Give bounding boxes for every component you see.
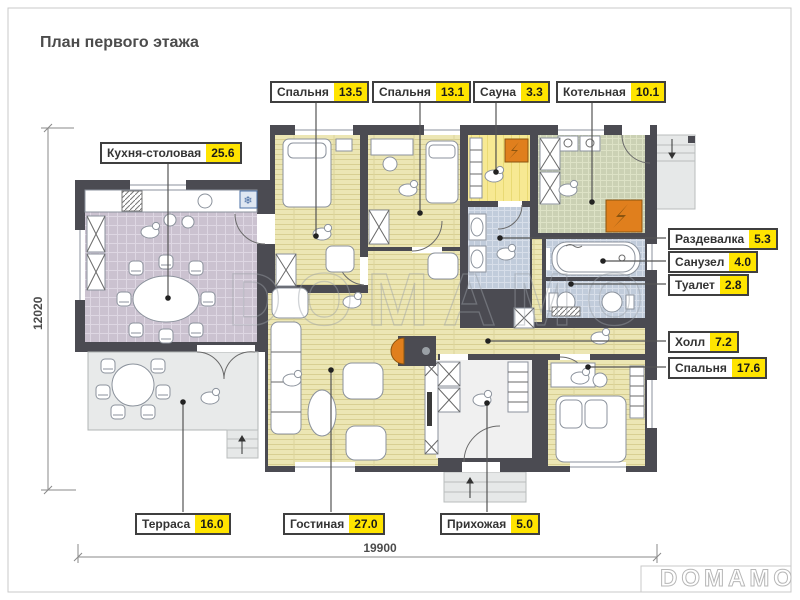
- stove-icon: [121, 190, 143, 212]
- bathtub-icon: [551, 241, 641, 276]
- room-label-bedroom1: Спальня 13.5: [270, 81, 370, 103]
- bidet-icon: [601, 291, 623, 313]
- living-furniture: [270, 287, 439, 461]
- dimension-height: 12020: [31, 296, 45, 330]
- room-name: Туалет: [675, 278, 715, 292]
- room-name: Терраса: [142, 517, 191, 531]
- room-label-hall: Холл 7.2: [668, 331, 739, 353]
- room-area: 2.8: [719, 276, 747, 294]
- armchair: [325, 245, 355, 273]
- armchair: [342, 362, 384, 400]
- armchair: [427, 252, 459, 280]
- room-area: 16.0: [195, 515, 229, 533]
- desk: [370, 138, 414, 156]
- porch-top-right: [650, 134, 696, 210]
- sink-icon: [197, 193, 213, 209]
- tv-icon: [427, 392, 432, 426]
- leader-lines: [165, 102, 666, 512]
- room-area: 13.1: [435, 83, 470, 101]
- room-name: Кухня-столовая: [107, 146, 202, 160]
- sauna-furniture: [469, 137, 529, 199]
- room-name: Холл: [675, 335, 706, 349]
- room-label-toilet: Туалет 2.8: [668, 274, 749, 296]
- room-area: 25.6: [206, 144, 240, 162]
- room-area: 13.5: [333, 83, 368, 101]
- room-name: Гостиная: [290, 517, 345, 531]
- room-area: 4.0: [729, 253, 757, 271]
- room-name: Спальня: [675, 361, 727, 375]
- room-area: 3.3: [521, 83, 548, 101]
- boiler-furniture: [539, 135, 643, 233]
- washbasin-icon: [470, 217, 484, 237]
- page-frame: DOMAMO: [7, 7, 796, 593]
- room-name: Котельная: [563, 85, 626, 99]
- armchair: [271, 287, 309, 319]
- room-label-dressing: Раздевалка 5.3: [668, 228, 778, 250]
- room-label-boiler: Котельная 10.1: [556, 81, 667, 103]
- watermark-corner: DOMAMO: [660, 565, 796, 592]
- bedroom2-furniture: [368, 138, 459, 245]
- room-area: 5.0: [511, 515, 538, 533]
- room-label-bathroom: Санузел 4.0: [668, 251, 759, 273]
- hall-furniture: [427, 252, 611, 345]
- room-name: Прихожая: [447, 517, 507, 531]
- room-area: 10.1: [630, 83, 665, 101]
- entry-furniture: [437, 361, 529, 413]
- fridge-icon: [239, 190, 258, 209]
- washbasin-icon: [470, 249, 484, 269]
- room-label-living: Гостиная 27.0: [283, 513, 385, 535]
- svg-text:❄: ❄: [243, 195, 252, 207]
- room-label-entry: Прихожая 5.0: [440, 513, 540, 535]
- room-name: Спальня: [277, 85, 329, 99]
- bedroom3-furniture: [550, 362, 645, 463]
- coffee-table: [307, 389, 337, 437]
- dimension-lines: 12020 19900: [31, 123, 662, 563]
- room-area: 5.3: [749, 230, 776, 248]
- room-area: 17.6: [731, 359, 766, 377]
- terrace-deck: [87, 351, 259, 459]
- armchair: [345, 425, 387, 461]
- page-title: План первого этажа: [40, 34, 199, 51]
- room-label-terrace: Терраса 16.0: [135, 513, 231, 535]
- room-area: 7.2: [710, 333, 737, 351]
- terrace-furniture: [95, 358, 221, 420]
- room-name: Сауна: [480, 85, 517, 99]
- room-name: Спальня: [379, 85, 431, 99]
- dimension-width: 19900: [363, 541, 397, 555]
- room-name: Раздевалка: [675, 232, 745, 246]
- terrace-table: [111, 363, 155, 407]
- dressing-furniture: [468, 213, 517, 273]
- wardrobe: [629, 365, 645, 419]
- entry-steps: [443, 471, 527, 503]
- toilet-furniture: [548, 291, 635, 317]
- bathroom-furniture: [551, 241, 641, 276]
- bath-passage-floor: [532, 239, 542, 322]
- room-label-bedroom2: Спальня 13.1: [372, 81, 472, 103]
- watermark-center: DOMAMO: [228, 258, 657, 341]
- room-name: Санузел: [675, 255, 725, 269]
- room-label-sauna: Сауна 3.3: [473, 81, 550, 103]
- room-label-kitchen: Кухня-столовая 25.6: [100, 142, 242, 164]
- room-area: 27.0: [349, 515, 383, 533]
- room-label-bedroom3: Спальня 17.6: [668, 357, 768, 379]
- windows: [75, 125, 657, 472]
